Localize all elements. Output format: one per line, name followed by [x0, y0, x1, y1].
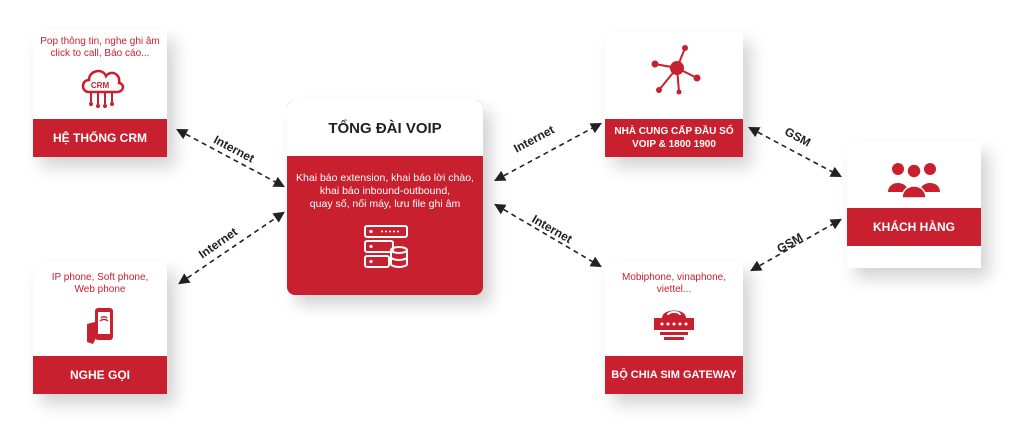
voip-title-area: TỔNG ĐÀI VOIP	[287, 100, 483, 156]
users-group-icon	[888, 163, 940, 199]
customer-title: KHÁCH HÀNG	[847, 208, 981, 246]
gateway-desc-line-1: Mobiphone, vinaphone,	[622, 272, 726, 283]
crm-desc-line-1: Pop thông tin, nghe ghi âm	[40, 36, 160, 47]
server-icon	[364, 225, 408, 268]
voip-desc-line-2: khai báo inbound-outbound,	[319, 185, 451, 197]
voip-description: Khai báo extension, khai báo lời chào, k…	[287, 172, 483, 211]
voip-title: TỔNG ĐÀI VOIP	[328, 119, 442, 137]
link-phone-voip	[178, 211, 285, 285]
provider-title-line-2: VOIP & 1800 1900	[632, 139, 716, 150]
gateway-card: Mobiphone, vinaphone, viettel... BỘ CHIA…	[605, 262, 743, 394]
crm-cloud-icon: CRM	[81, 69, 125, 108]
voip-card: TỔNG ĐÀI VOIP Khai báo extension, khai b…	[287, 100, 483, 295]
phone-description: IP phone, Soft phone, Web phone	[33, 272, 167, 296]
crm-description: Pop thông tin, nghe ghi âm click to call…	[33, 36, 167, 60]
provider-title: NHÀ CUNG CẤP ĐẦU SỐ VOIP & 1800 1900	[605, 119, 743, 157]
gateway-description: Mobiphone, vinaphone, viettel...	[605, 272, 743, 296]
provider-title-line-1: NHÀ CUNG CẤP ĐẦU SỐ	[614, 126, 734, 137]
link-crm-voip	[176, 128, 285, 188]
provider-card: NHÀ CUNG CẤP ĐẦU SỐ VOIP & 1800 1900	[605, 32, 743, 157]
voip-desc-line-3: quay số, nối máy, lưu file ghi âm	[309, 198, 461, 210]
phone-desc-line-1: IP phone, Soft phone,	[51, 272, 149, 283]
link-voip-provider	[494, 122, 602, 182]
phone-desc-line-2: Web phone	[74, 284, 126, 295]
gateway-device-icon	[654, 310, 694, 340]
crm-desc-line-2: click to call, Báo cáo...	[50, 48, 150, 59]
voip-desc-line-1: Khai báo extension, khai báo lời chào,	[296, 172, 474, 184]
crm-icon-text: CRM	[91, 81, 110, 90]
phone-card: IP phone, Soft phone, Web phone NGHE GỌI	[33, 262, 167, 394]
phone-title: NGHE GỌI	[33, 356, 167, 394]
gateway-desc-line-2: viettel...	[656, 284, 692, 295]
phone-hand-icon	[87, 308, 113, 344]
customer-card: KHÁCH HÀNG	[847, 142, 981, 268]
network-node-icon	[651, 45, 701, 95]
gateway-title: BỘ CHIA SIM GATEWAY	[605, 356, 743, 394]
link-provider-customer	[748, 126, 842, 178]
link-gateway-customer	[750, 218, 842, 272]
link-voip-gateway	[494, 203, 602, 268]
crm-card: Pop thông tin, nghe ghi âm click to call…	[33, 30, 167, 157]
crm-title: HỆ THỐNG CRM	[33, 119, 167, 157]
